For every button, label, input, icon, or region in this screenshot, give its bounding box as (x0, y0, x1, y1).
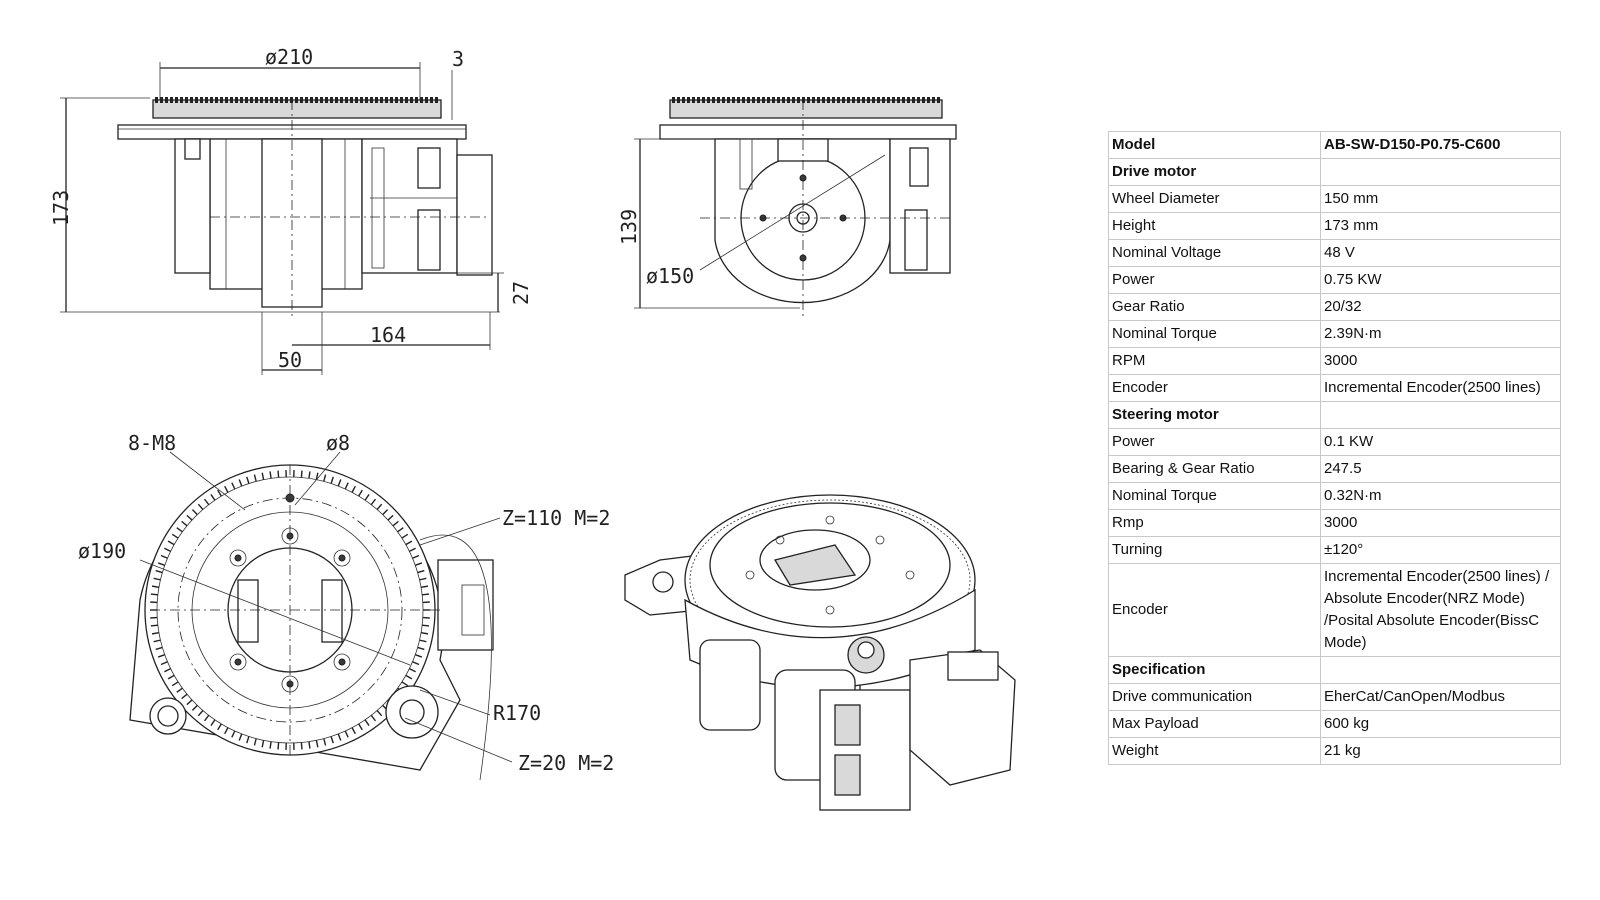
spec-value: 0.1 KW (1320, 428, 1561, 456)
dim-3: 3 (452, 47, 464, 71)
dim-50: 50 (278, 348, 302, 372)
spec-label: Nominal Torque (1108, 482, 1321, 510)
spec-value: 21 kg (1320, 737, 1561, 765)
spec-value: 3000 (1320, 509, 1561, 537)
spec-row: Turning±120° (1108, 536, 1561, 564)
spec-label: Drive communication (1108, 683, 1321, 711)
label-radius-170: R170 (493, 701, 541, 725)
spec-label: Encoder (1108, 563, 1321, 657)
spec-label: Nominal Torque (1108, 320, 1321, 348)
spec-value: ±120° (1320, 536, 1561, 564)
spec-label: Height (1108, 212, 1321, 240)
spec-section-title: Steering motor (1108, 401, 1321, 429)
spec-value: 20/32 (1320, 293, 1561, 321)
spec-section-empty-cell (1320, 401, 1561, 429)
dim-27: 27 (509, 281, 533, 305)
spec-section-empty-cell (1320, 656, 1561, 684)
spec-label: Wheel Diameter (1108, 185, 1321, 213)
spec-label: Gear Ratio (1108, 293, 1321, 321)
spec-section-header: Steering motor (1108, 401, 1561, 429)
spec-label: Turning (1108, 536, 1321, 564)
spec-model-label: Model (1108, 131, 1321, 159)
spec-label: Nominal Voltage (1108, 239, 1321, 267)
dim-diameter-150: ø150 (646, 264, 694, 288)
spec-value: 0.32N·m (1320, 482, 1561, 510)
spec-value: EherCat/CanOpen/Modbus (1320, 683, 1561, 711)
spec-value: 150 mm (1320, 185, 1561, 213)
spec-value: Incremental Encoder(2500 lines) / Absolu… (1320, 563, 1561, 657)
spec-value: 247.5 (1320, 455, 1561, 483)
spec-label: Encoder (1108, 374, 1321, 402)
side-view-front: ø210 3 173 27 164 50 (49, 45, 533, 375)
dim-height-173: 173 (49, 190, 73, 226)
spec-label: Rmp (1108, 509, 1321, 537)
dim-164: 164 (370, 323, 406, 347)
spec-value: 48 V (1320, 239, 1561, 267)
dim-diameter-210: ø210 (265, 45, 313, 69)
spec-section-header: Specification (1108, 656, 1561, 684)
side-view-profile: 139 ø150 (617, 97, 957, 318)
spec-label: Max Payload (1108, 710, 1321, 738)
label-diameter-8: ø8 (326, 431, 350, 455)
spec-label: RPM (1108, 347, 1321, 375)
dim-139: 139 (617, 209, 641, 245)
spec-section-title: Specification (1108, 656, 1321, 684)
spec-label: Weight (1108, 737, 1321, 765)
spec-label: Bearing & Gear Ratio (1108, 455, 1321, 483)
spec-model-value: AB-SW-D150-P0.75-C600 (1320, 131, 1561, 159)
label-pinion-gear: Z=20 M=2 (518, 751, 614, 775)
spec-section-header: Drive motor (1108, 158, 1561, 186)
spec-label: Power (1108, 428, 1321, 456)
label-8-m8: 8-M8 (128, 431, 176, 455)
spec-value: 173 mm (1320, 212, 1561, 240)
spec-row-model: Model AB-SW-D150-P0.75-C600 (1108, 131, 1561, 159)
spec-section-title: Drive motor (1108, 158, 1321, 186)
spec-value: 2.39N·m (1320, 320, 1561, 348)
spec-label: Power (1108, 266, 1321, 294)
spec-value: 600 kg (1320, 710, 1561, 738)
top-view: 8-M8 ø8 Z=110 M=2 ø190 R170 Z=20 M=2 (78, 431, 614, 781)
spec-value: 3000 (1320, 347, 1561, 375)
spec-value: 0.75 KW (1320, 266, 1561, 294)
spec-section-empty-cell (1320, 158, 1561, 186)
technical-drawing: ø210 3 173 27 164 50 139 ø150 (49, 45, 1016, 811)
label-diameter-190: ø190 (78, 539, 126, 563)
spec-value: Incremental Encoder(2500 lines) (1320, 374, 1561, 402)
label-ring-gear: Z=110 M=2 (502, 506, 610, 530)
isometric-view (624, 494, 1016, 811)
